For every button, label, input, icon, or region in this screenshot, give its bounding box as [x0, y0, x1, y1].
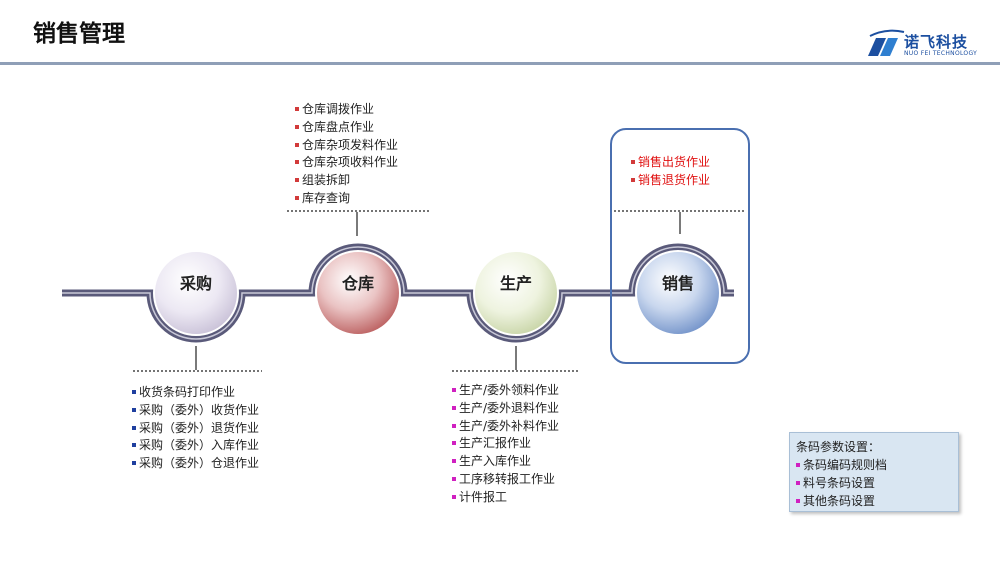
purchase-node-label: 采购 — [179, 274, 212, 293]
barcode-config-box: 条码参数设置： 条码编码规则档 料号条码设置 其他条码设置 — [789, 432, 959, 512]
list-item: 组装拆卸 — [295, 172, 398, 190]
connector-lines — [195, 212, 681, 370]
purchase-operations-list: 收货条码打印作业 采购（委外）收货作业 采购（委外）退货作业 采购（委外）入库作… — [132, 384, 259, 473]
logo-subtext: NUO FEI TECHNOLOGY — [904, 50, 978, 57]
production-operations-list: 生产/委外领料作业 生产/委外退料作业 生产/委外补料作业 生产汇报作业 生产入… — [452, 382, 559, 507]
list-item: 采购（委外）退货作业 — [132, 420, 259, 438]
list-item: 生产/委外补料作业 — [452, 418, 559, 436]
dotted-separators — [133, 210, 745, 372]
page-title: 销售管理 — [33, 21, 125, 47]
sales-highlight-frame — [610, 128, 750, 364]
list-item: 销售出货作业 — [631, 154, 710, 172]
warehouse-node-label: 仓库 — [341, 274, 374, 293]
purchase-node-circle — [153, 250, 239, 336]
header-divider — [0, 62, 1000, 65]
list-item: 料号条码设置 — [796, 474, 952, 492]
warehouse-operations-list: 仓库调拨作业 仓库盘点作业 仓库杂项发料作业 仓库杂项收料作业 组装拆卸 库存查… — [295, 101, 398, 208]
list-item: 采购（委外）入库作业 — [132, 437, 259, 455]
list-item: 收货条码打印作业 — [132, 384, 259, 402]
list-item: 生产/委外退料作业 — [452, 400, 559, 418]
list-item: 其他条码设置 — [796, 492, 952, 510]
sales-node-label: 销售 — [661, 274, 694, 293]
list-item: 工序移转报工作业 — [452, 471, 559, 489]
list-item: 条码编码规则档 — [796, 456, 952, 474]
list-item: 库存查询 — [295, 190, 398, 208]
company-logo-icon — [866, 28, 966, 60]
list-item: 生产/委外领料作业 — [452, 382, 559, 400]
barcode-config-title: 条码参数设置： — [796, 440, 881, 454]
list-item: 销售退货作业 — [631, 172, 710, 190]
warehouse-node-circle — [315, 250, 401, 336]
list-item: 仓库盘点作业 — [295, 119, 398, 137]
sales-node-circle — [635, 250, 721, 336]
list-item: 仓库调拨作业 — [295, 101, 398, 119]
flow-track — [62, 243, 734, 343]
production-node-label: 生产 — [499, 274, 532, 293]
list-item: 采购（委外）收货作业 — [132, 402, 259, 420]
list-item: 计件报工 — [452, 489, 559, 507]
production-node-circle — [473, 250, 559, 336]
list-item: 采购（委外）仓退作业 — [132, 455, 259, 473]
list-item: 生产汇报作业 — [452, 435, 559, 453]
logo-text: 诺飞科技 — [904, 33, 969, 51]
list-item: 生产入库作业 — [452, 453, 559, 471]
list-item: 仓库杂项收料作业 — [295, 154, 398, 172]
sales-operations-list: 销售出货作业 销售退货作业 — [631, 154, 710, 190]
list-item: 仓库杂项发料作业 — [295, 137, 398, 155]
